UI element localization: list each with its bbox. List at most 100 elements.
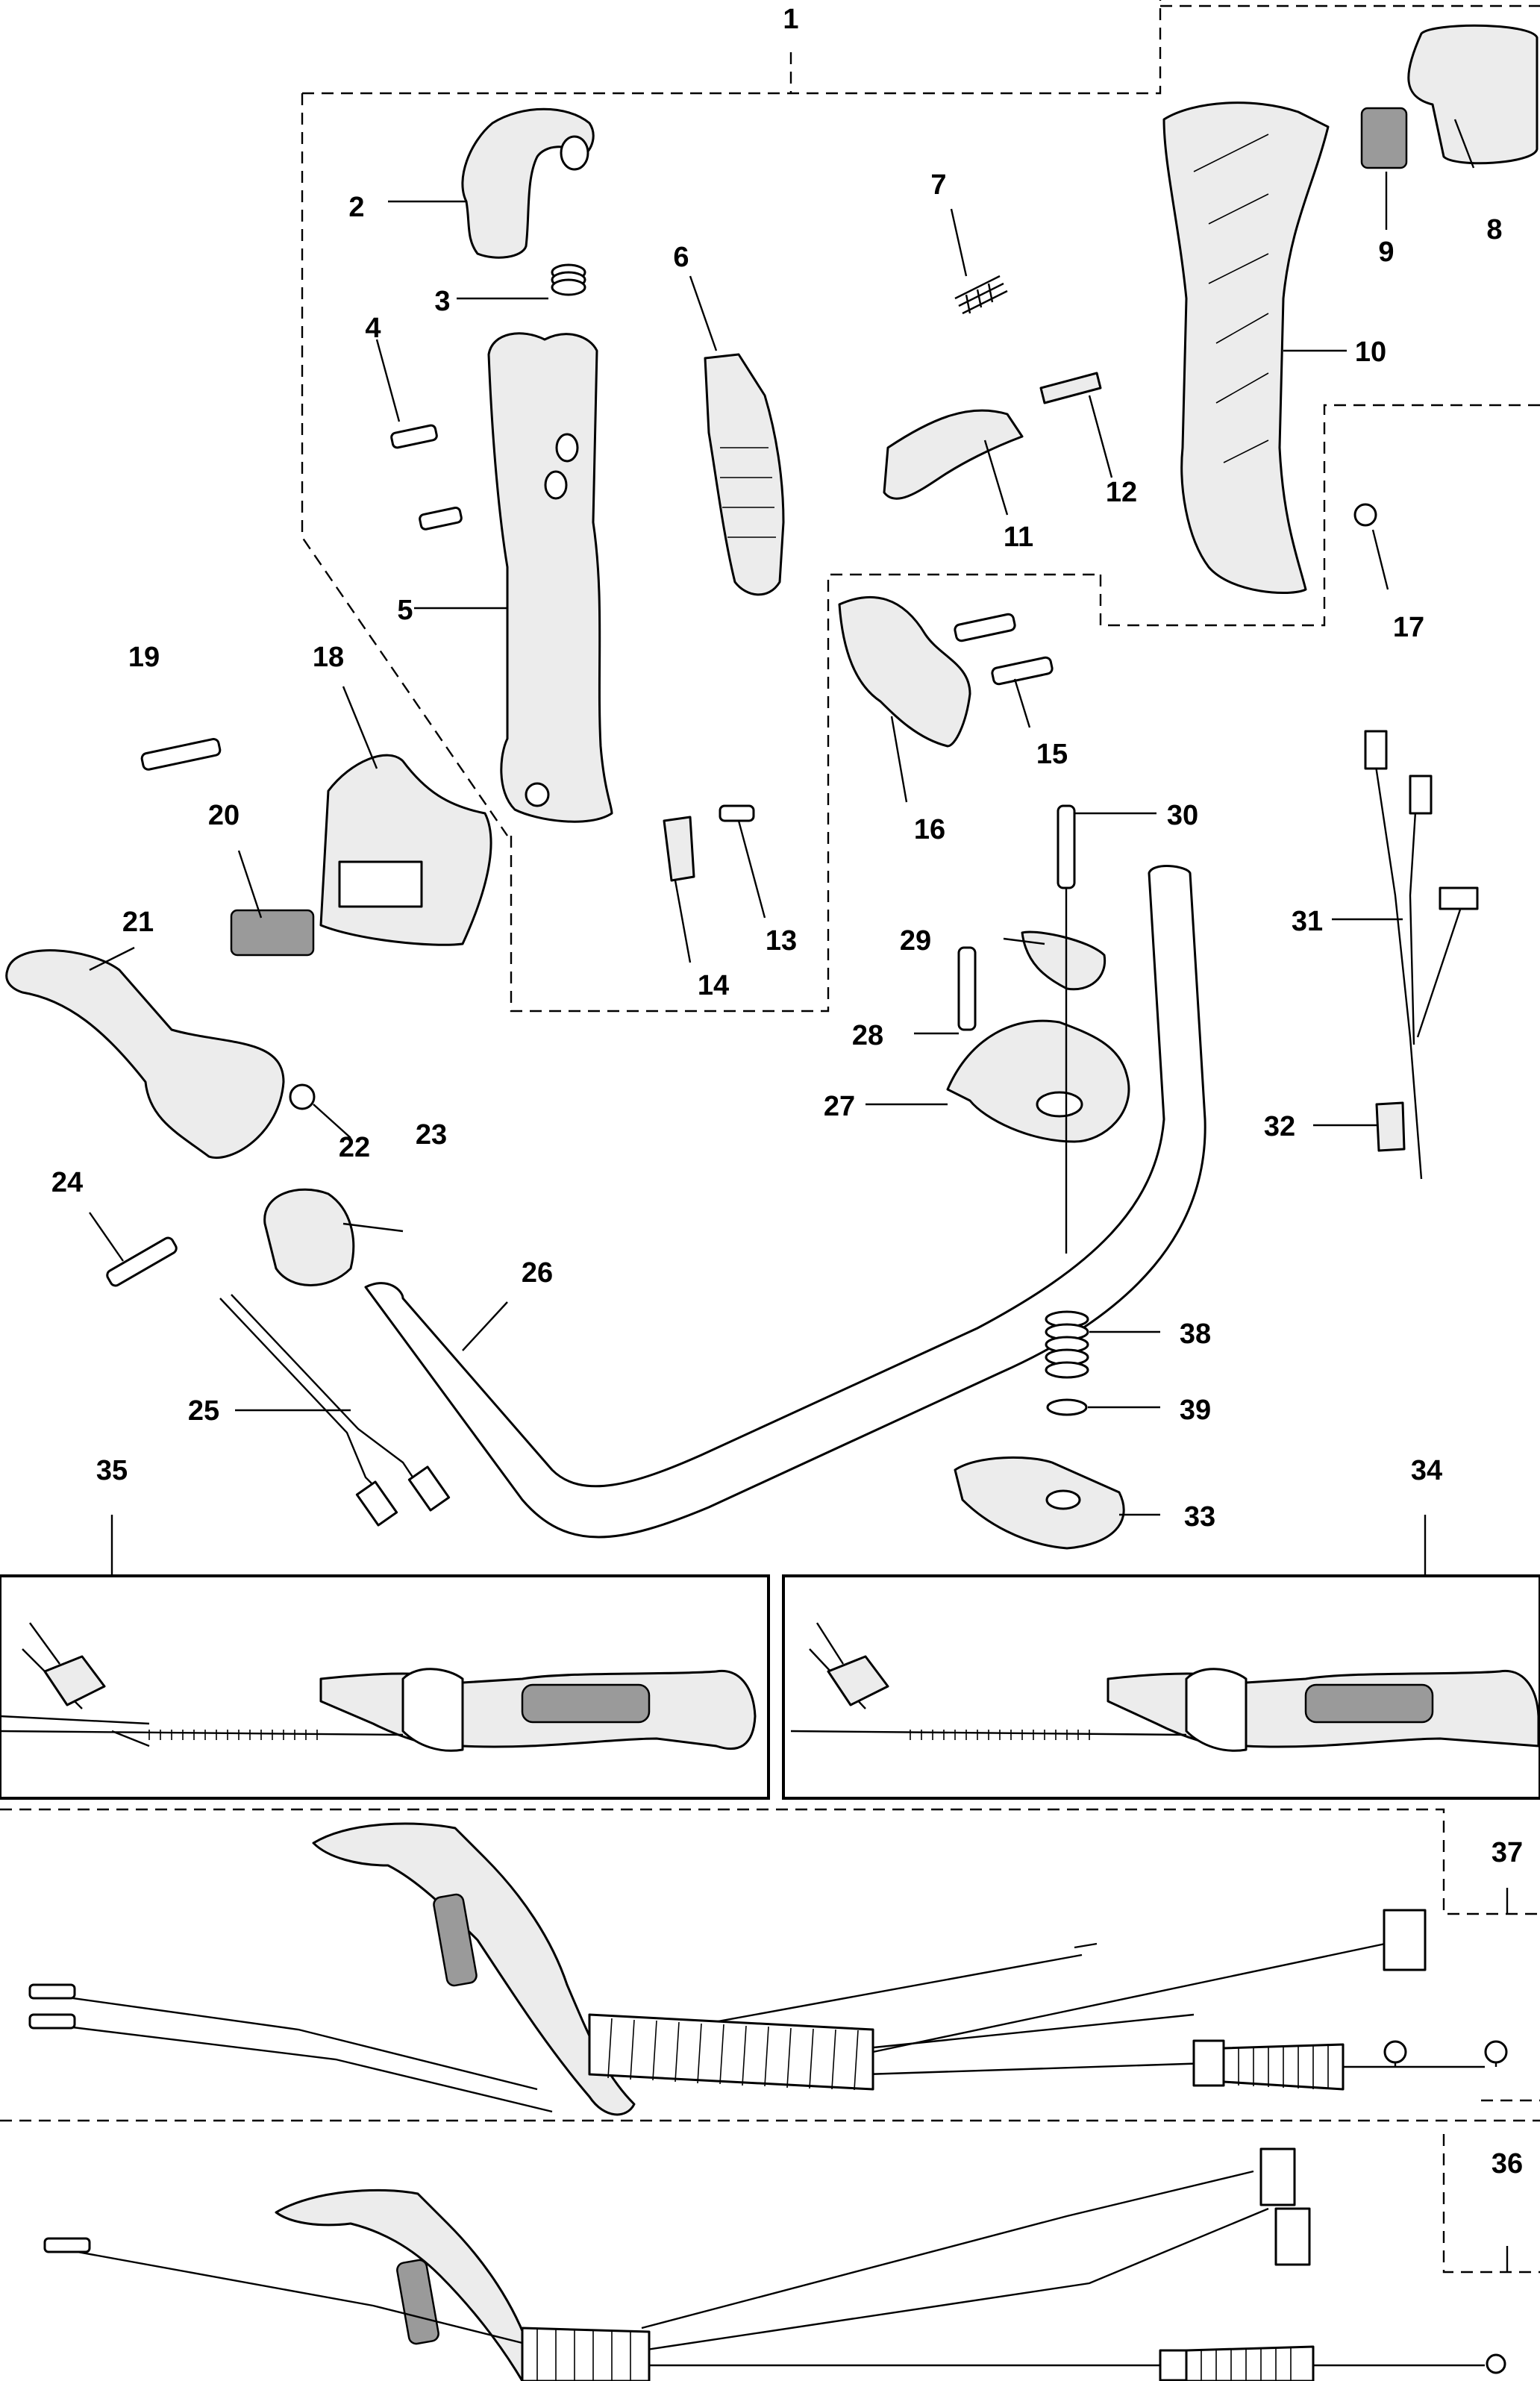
cable-assembly-37 <box>28 1822 1508 2116</box>
label-35: 35 <box>96 1455 128 1486</box>
part-6-throttle-trigger <box>704 353 785 596</box>
part-25-wire <box>219 1298 389 1501</box>
part-21-grip <box>5 949 285 1159</box>
part-30-bolt <box>1057 804 1076 889</box>
part-39-washer <box>1046 1398 1088 1416</box>
part-22-nut <box>289 1083 316 1110</box>
part-27-bracket <box>946 1019 1130 1143</box>
label-22: 22 <box>339 1132 370 1163</box>
part-5-hole <box>544 470 568 500</box>
label-39: 39 <box>1180 1395 1211 1426</box>
part-2-pivot <box>560 135 589 171</box>
label-1: 1 <box>783 4 798 35</box>
part-5-handle-housing <box>487 332 613 823</box>
part-14-clip <box>663 816 695 882</box>
label-9: 9 <box>1378 237 1394 268</box>
label-19: 19 <box>128 642 160 673</box>
assembly-34-drawing <box>790 1622 1540 1752</box>
label-38: 38 <box>1180 1318 1211 1350</box>
label-5: 5 <box>397 595 413 626</box>
label-31: 31 <box>1292 906 1323 937</box>
part-26-handlebar <box>364 865 1206 1539</box>
label-2: 2 <box>348 192 364 223</box>
part-31-harness <box>1409 775 1419 1045</box>
label-3: 3 <box>434 286 450 317</box>
label-16: 16 <box>914 814 945 845</box>
part-23-clamp <box>263 1188 355 1286</box>
assembly-35-box <box>0 1574 770 1800</box>
part-5-hole <box>555 433 579 463</box>
part-33-hole <box>1045 1489 1081 1510</box>
part-13-screw <box>719 804 755 822</box>
assembly-35-drawing <box>0 1622 757 1752</box>
part-18-opening <box>338 860 423 908</box>
part-32-clip <box>1375 1101 1406 1152</box>
label-7: 7 <box>930 169 946 201</box>
label-14: 14 <box>698 970 729 1001</box>
label-34: 34 <box>1411 1455 1442 1486</box>
label-17: 17 <box>1393 612 1424 643</box>
part-7-spring <box>954 275 1008 315</box>
label-30: 30 <box>1167 800 1198 831</box>
part-17-nut <box>1353 503 1377 527</box>
part-19-screw <box>140 738 222 771</box>
part-24-screw <box>106 1236 178 1287</box>
part-2-lock-lever <box>461 107 595 259</box>
part-25-connector <box>407 1465 451 1512</box>
part-4-screw <box>390 424 463 531</box>
part-6-ribs <box>720 447 776 538</box>
label-27: 27 <box>824 1091 855 1122</box>
label-4: 4 <box>365 313 381 344</box>
part-20-switch <box>230 909 315 957</box>
label-23: 23 <box>416 1119 447 1151</box>
part-18-lower-cover <box>319 754 492 946</box>
part-9-switch <box>1360 107 1408 169</box>
label-33: 33 <box>1184 1501 1215 1533</box>
label-21: 21 <box>122 907 154 938</box>
label-29: 29 <box>900 925 931 957</box>
label-8: 8 <box>1486 214 1502 245</box>
part-29-wing-nut <box>1021 930 1107 991</box>
part-12-pin <box>1039 372 1102 404</box>
label-25: 25 <box>188 1395 219 1427</box>
label-15: 15 <box>1036 739 1068 770</box>
assembly-34-box <box>782 1574 1540 1800</box>
label-24: 24 <box>51 1167 83 1198</box>
label-20: 20 <box>208 800 240 831</box>
cable-37-connector <box>1383 1909 1427 1971</box>
label-32: 32 <box>1264 1111 1295 1142</box>
label-10: 10 <box>1355 337 1386 368</box>
label-18: 18 <box>313 642 344 673</box>
label-28: 28 <box>852 1020 883 1051</box>
part-25-connector <box>355 1480 398 1527</box>
part-8-cover <box>1407 24 1539 165</box>
label-13: 13 <box>766 925 797 957</box>
part-3-spring <box>551 263 586 296</box>
part-5-hole <box>525 782 550 807</box>
label-36: 36 <box>1492 2148 1523 2180</box>
label-26: 26 <box>522 1257 553 1289</box>
part-27-hole <box>1036 1091 1083 1118</box>
label-12: 12 <box>1106 477 1137 508</box>
label-6: 6 <box>673 242 689 273</box>
part-labels: 1 2 3 4 5 6 7 8 9 10 11 12 13 14 15 16 1… <box>51 4 1523 2180</box>
part-10-handle-housing <box>1162 101 1330 595</box>
part-25-wire <box>231 1294 419 1486</box>
label-11: 11 <box>1004 522 1033 553</box>
part-31-connector <box>1364 730 1388 770</box>
part-15-screw <box>954 613 1054 686</box>
part-31-harness <box>1416 902 1464 1038</box>
part-31-connector <box>1409 775 1433 815</box>
part-16-trigger <box>838 595 971 748</box>
part-10-ribs <box>1193 134 1269 463</box>
part-11-stop-lever <box>883 409 1024 500</box>
part-33-bracket <box>954 1456 1125 1550</box>
leader-lines <box>89 119 1509 2272</box>
part-31-harness <box>1371 745 1423 1180</box>
part-28-screw <box>957 946 977 1031</box>
label-37: 37 <box>1492 1837 1523 1868</box>
part-38-spring <box>1045 1310 1089 1379</box>
cable-assembly-36 <box>43 2147 1506 2381</box>
group-boundaries <box>0 0 1540 2274</box>
